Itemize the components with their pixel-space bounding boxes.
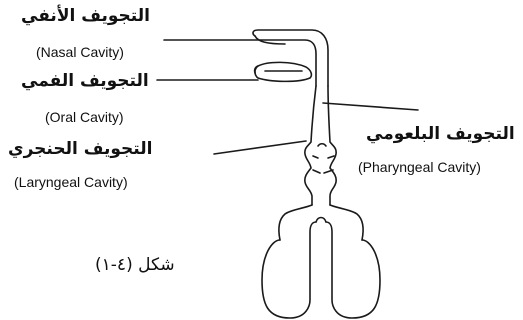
label-laryngeal-english: (Laryngeal Cavity) <box>14 174 128 190</box>
pharynx-left-wall <box>304 85 317 206</box>
bronchus-right <box>329 204 364 241</box>
nasal-cavity-shape <box>252 29 329 87</box>
lung-left <box>261 221 317 319</box>
label-nasal-arabic: التجويف الأنفي <box>21 6 150 26</box>
pharynx-right-wall <box>327 85 337 206</box>
nasal-cavity-floor <box>254 35 286 45</box>
oral-cavity-shape <box>254 61 313 83</box>
label-laryngeal-arabic: التجويف الحنجري <box>8 139 153 159</box>
label-pharyngeal-arabic: التجويف البلعومي <box>366 124 515 144</box>
leader-line-laryngeal <box>213 140 307 155</box>
label-pharyngeal-english: (Pharyngeal Cavity) <box>358 159 481 175</box>
leader-line-pharyngeal <box>322 102 419 111</box>
figure-caption: شكل (٤-١) <box>95 255 175 275</box>
bronchus-left <box>278 204 313 241</box>
epiglottis <box>317 142 327 147</box>
vocal-fold-lower <box>312 169 334 174</box>
label-nasal-english: (Nasal Cavity) <box>36 44 124 60</box>
lung-right <box>325 221 381 319</box>
label-oral-english: (Oral Cavity) <box>45 109 124 125</box>
vocal-fold-upper <box>312 155 335 159</box>
label-oral-arabic: التجويف الفمي <box>21 71 149 91</box>
carina <box>315 216 327 223</box>
lips-shape <box>253 65 259 74</box>
nasal-cavity-inner-wall <box>258 39 317 87</box>
